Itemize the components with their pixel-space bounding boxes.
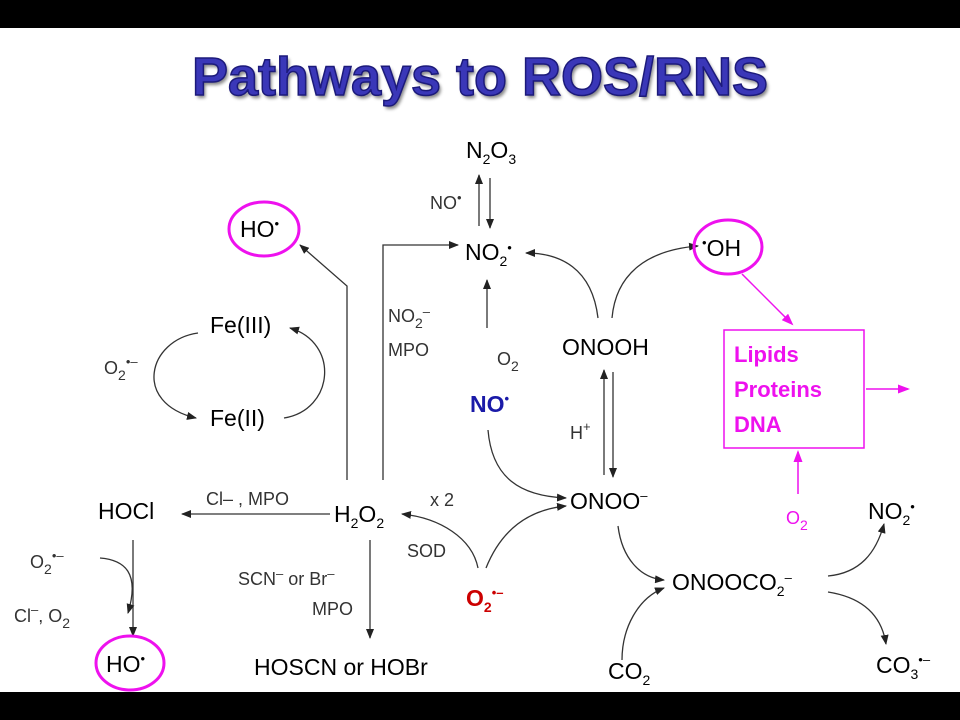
- arrow-superoxide-to-h2o2: [401, 510, 479, 569]
- arrow-superoxide-to-onoo: [485, 502, 567, 569]
- ho-bottom-label: HO•: [106, 651, 146, 677]
- hocl-label: HOCl: [98, 498, 154, 524]
- thiocyanate-bromide-label: SCN– or Br–: [238, 566, 335, 589]
- ho-top-circle: [227, 200, 301, 258]
- onooh-label: ONOOH: [562, 334, 649, 360]
- no2-right-label: NO2•: [868, 498, 915, 528]
- arrow-fe2-to-fe3: [283, 326, 326, 419]
- slide: Pathways to ROS/RNS: [0, 28, 960, 692]
- arrow-fe3-to-fe2: [153, 332, 199, 420]
- arrow-onoococ2-to-co3: [827, 591, 889, 645]
- superoxide-label: O2•–: [466, 585, 503, 615]
- fe2-label: Fe(II): [210, 405, 265, 431]
- arrow-onooh-to-oh: [611, 242, 699, 319]
- nitrosoperoxycarbonate-label: ONOOCO2–: [672, 569, 793, 599]
- co2-label: CO2: [608, 658, 651, 688]
- o2-magenta-label: O2: [786, 508, 808, 533]
- arrow-co2-to-onoococ2: [621, 587, 665, 661]
- chloride-mpo-label: Cl– , MPO: [206, 489, 289, 509]
- chloride-oxygen-label: Cl–, O2: [14, 602, 70, 631]
- oh-right-label: •OH: [702, 235, 741, 261]
- superoxide-left-label: O2•–: [30, 548, 64, 577]
- mpo-label-2: MPO: [312, 599, 353, 619]
- peroxynitrite-label: ONOO–: [570, 488, 648, 514]
- arrow-oh-to-targets: [741, 273, 794, 326]
- magenta-elements: [94, 200, 910, 692]
- no2-top-label: NO2•: [465, 239, 512, 269]
- superoxide-fe-label: O2•–: [104, 354, 138, 383]
- targets-box: [723, 329, 865, 449]
- arrow-h2o2-to-no2: [382, 241, 459, 480]
- arrows: [99, 174, 889, 661]
- ho-top-label: HO•: [240, 216, 280, 242]
- target-dna: DNA: [734, 412, 782, 437]
- sod-label: SOD: [407, 541, 446, 561]
- nitrite-label: NO2–: [388, 304, 431, 331]
- fe3-label: Fe(III): [210, 312, 271, 338]
- target-lipids: Lipids: [734, 342, 799, 367]
- arrow-superoxide-branch: [99, 557, 135, 614]
- hoscn-hobr-label: HOSCN or HOBr: [254, 654, 428, 680]
- o2-near-no-label: O2: [497, 349, 519, 374]
- target-proteins: Proteins: [734, 377, 822, 402]
- arrow-onooh-to-no2: [525, 249, 599, 319]
- oh-right-circle: [692, 218, 764, 276]
- arrow-onoococ2-to-no2: [827, 523, 886, 577]
- arrow-onoo-to-onoococ2: [617, 525, 665, 584]
- proton-label: H+: [570, 419, 591, 443]
- arrow-no-to-onoo: [487, 429, 567, 502]
- mpo-label-1: MPO: [388, 340, 429, 360]
- h2o2-label: H2O2: [334, 501, 384, 531]
- times-two-label: x 2: [430, 490, 454, 510]
- carbonate-radical-label: CO3•–: [876, 652, 931, 682]
- slide-title: Pathways to ROS/RNS: [191, 46, 769, 108]
- nitric-oxide-label: NO•: [470, 391, 510, 417]
- n2o3-label: N2O3: [466, 137, 516, 167]
- no-radical-small-label: NO•: [430, 190, 462, 213]
- arrow-h2o2-to-ho: [299, 244, 348, 480]
- pathway-diagram: N2O3 NO• NO2• HO• •OH Fe(III) Fe(II) O2•…: [14, 137, 931, 692]
- ho-bottom-circle: [94, 634, 166, 692]
